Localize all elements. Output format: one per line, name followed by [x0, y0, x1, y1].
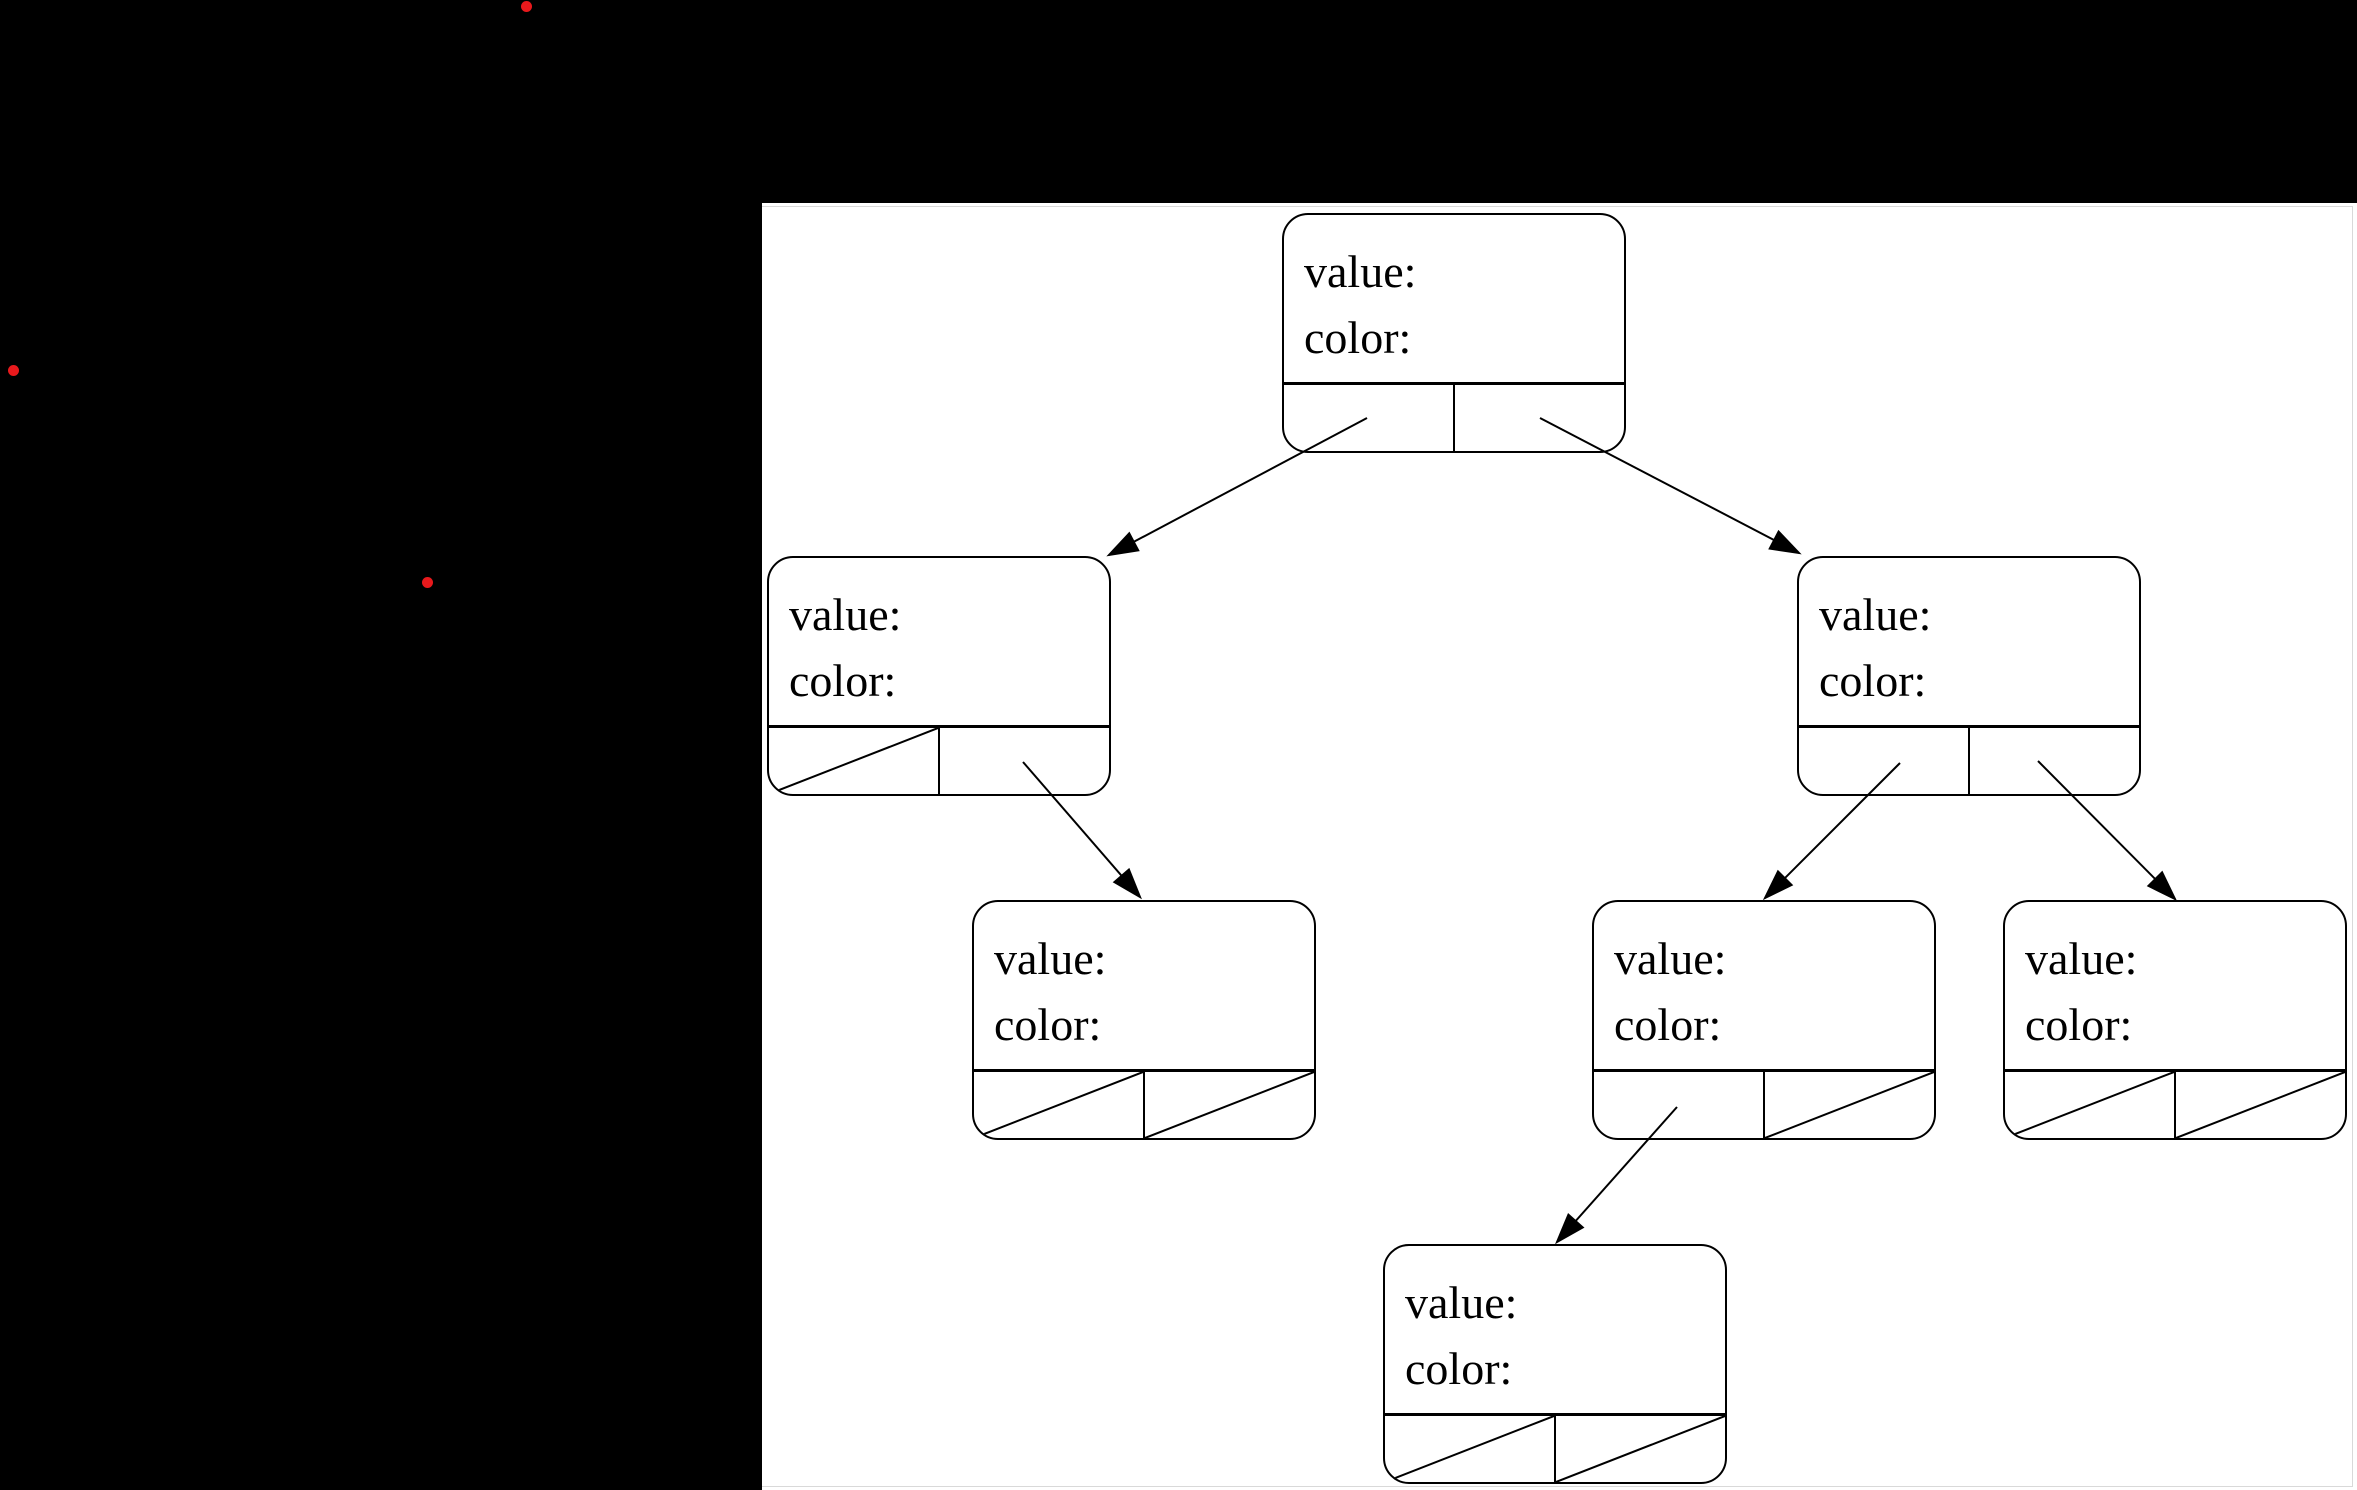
left-pointer-cell: [1799, 728, 1970, 794]
node-fields: value: color:: [2005, 902, 2345, 1069]
right-pointer-cell: [1145, 1072, 1314, 1138]
right-pointer-cell: [1765, 1072, 1934, 1138]
right-pointer-cell: [1455, 385, 1624, 451]
null-slash-icon: [2005, 1072, 2174, 1138]
color-label: color:: [994, 999, 1102, 1050]
value-label: value:: [1819, 589, 1932, 640]
left-pointer-cell: [769, 728, 940, 794]
right-pointer-cell: [2176, 1072, 2345, 1138]
left-pointer-cell: [2005, 1072, 2176, 1138]
node-fields: value: color:: [1284, 215, 1624, 382]
pointer-row: [1385, 1413, 1725, 1482]
color-label: color:: [1614, 999, 1722, 1050]
red-dot-top: [521, 1, 532, 12]
tree-node-right-child: value: color:: [1797, 556, 2141, 796]
null-slash-icon: [1145, 1072, 1314, 1138]
pointer-row: [1799, 725, 2139, 794]
value-label: value:: [1304, 246, 1417, 297]
node-fields: value: color:: [1385, 1246, 1725, 1413]
null-slash-icon: [769, 728, 938, 794]
color-label: color:: [1405, 1343, 1513, 1394]
tree-node-right-grandchild: value: color:: [2003, 900, 2347, 1140]
right-pointer-cell: [940, 728, 1109, 794]
node-fields: value: color:: [769, 558, 1109, 725]
null-slash-icon: [1556, 1416, 1725, 1482]
tree-node-middle-grandchild: value: color:: [1592, 900, 1936, 1140]
color-label: color:: [1819, 655, 1927, 706]
red-dot-left: [8, 365, 19, 376]
value-label: value:: [994, 933, 1107, 984]
left-pointer-cell: [974, 1072, 1145, 1138]
value-label: value:: [1614, 933, 1727, 984]
pointer-row: [769, 725, 1109, 794]
null-slash-icon: [1385, 1416, 1554, 1482]
value-label: value:: [789, 589, 902, 640]
tree-node-left-grandchild: value: color:: [972, 900, 1316, 1140]
right-pointer-cell: [1970, 728, 2139, 794]
pointer-row: [1594, 1069, 1934, 1138]
value-label: value:: [1405, 1277, 1518, 1328]
pointer-row: [974, 1069, 1314, 1138]
color-label: color:: [789, 655, 897, 706]
tree-node-root: value: color:: [1282, 213, 1626, 453]
color-label: color:: [2025, 999, 2133, 1050]
color-label: color:: [1304, 312, 1412, 363]
node-fields: value: color:: [1799, 558, 2139, 725]
null-slash-icon: [974, 1072, 1143, 1138]
left-pointer-cell: [1385, 1416, 1556, 1482]
value-label: value:: [2025, 933, 2138, 984]
right-pointer-cell: [1556, 1416, 1725, 1482]
tree-node-great-grandchild: value: color:: [1383, 1244, 1727, 1484]
null-slash-icon: [2176, 1072, 2345, 1138]
pointer-row: [2005, 1069, 2345, 1138]
node-fields: value: color:: [974, 902, 1314, 1069]
left-pointer-cell: [1284, 385, 1455, 451]
null-slash-icon: [1765, 1072, 1934, 1138]
left-pointer-cell: [1594, 1072, 1765, 1138]
node-fields: value: color:: [1594, 902, 1934, 1069]
tree-node-left-child: value: color:: [767, 556, 1111, 796]
red-dot-middle: [422, 577, 433, 588]
pointer-row: [1284, 382, 1624, 451]
